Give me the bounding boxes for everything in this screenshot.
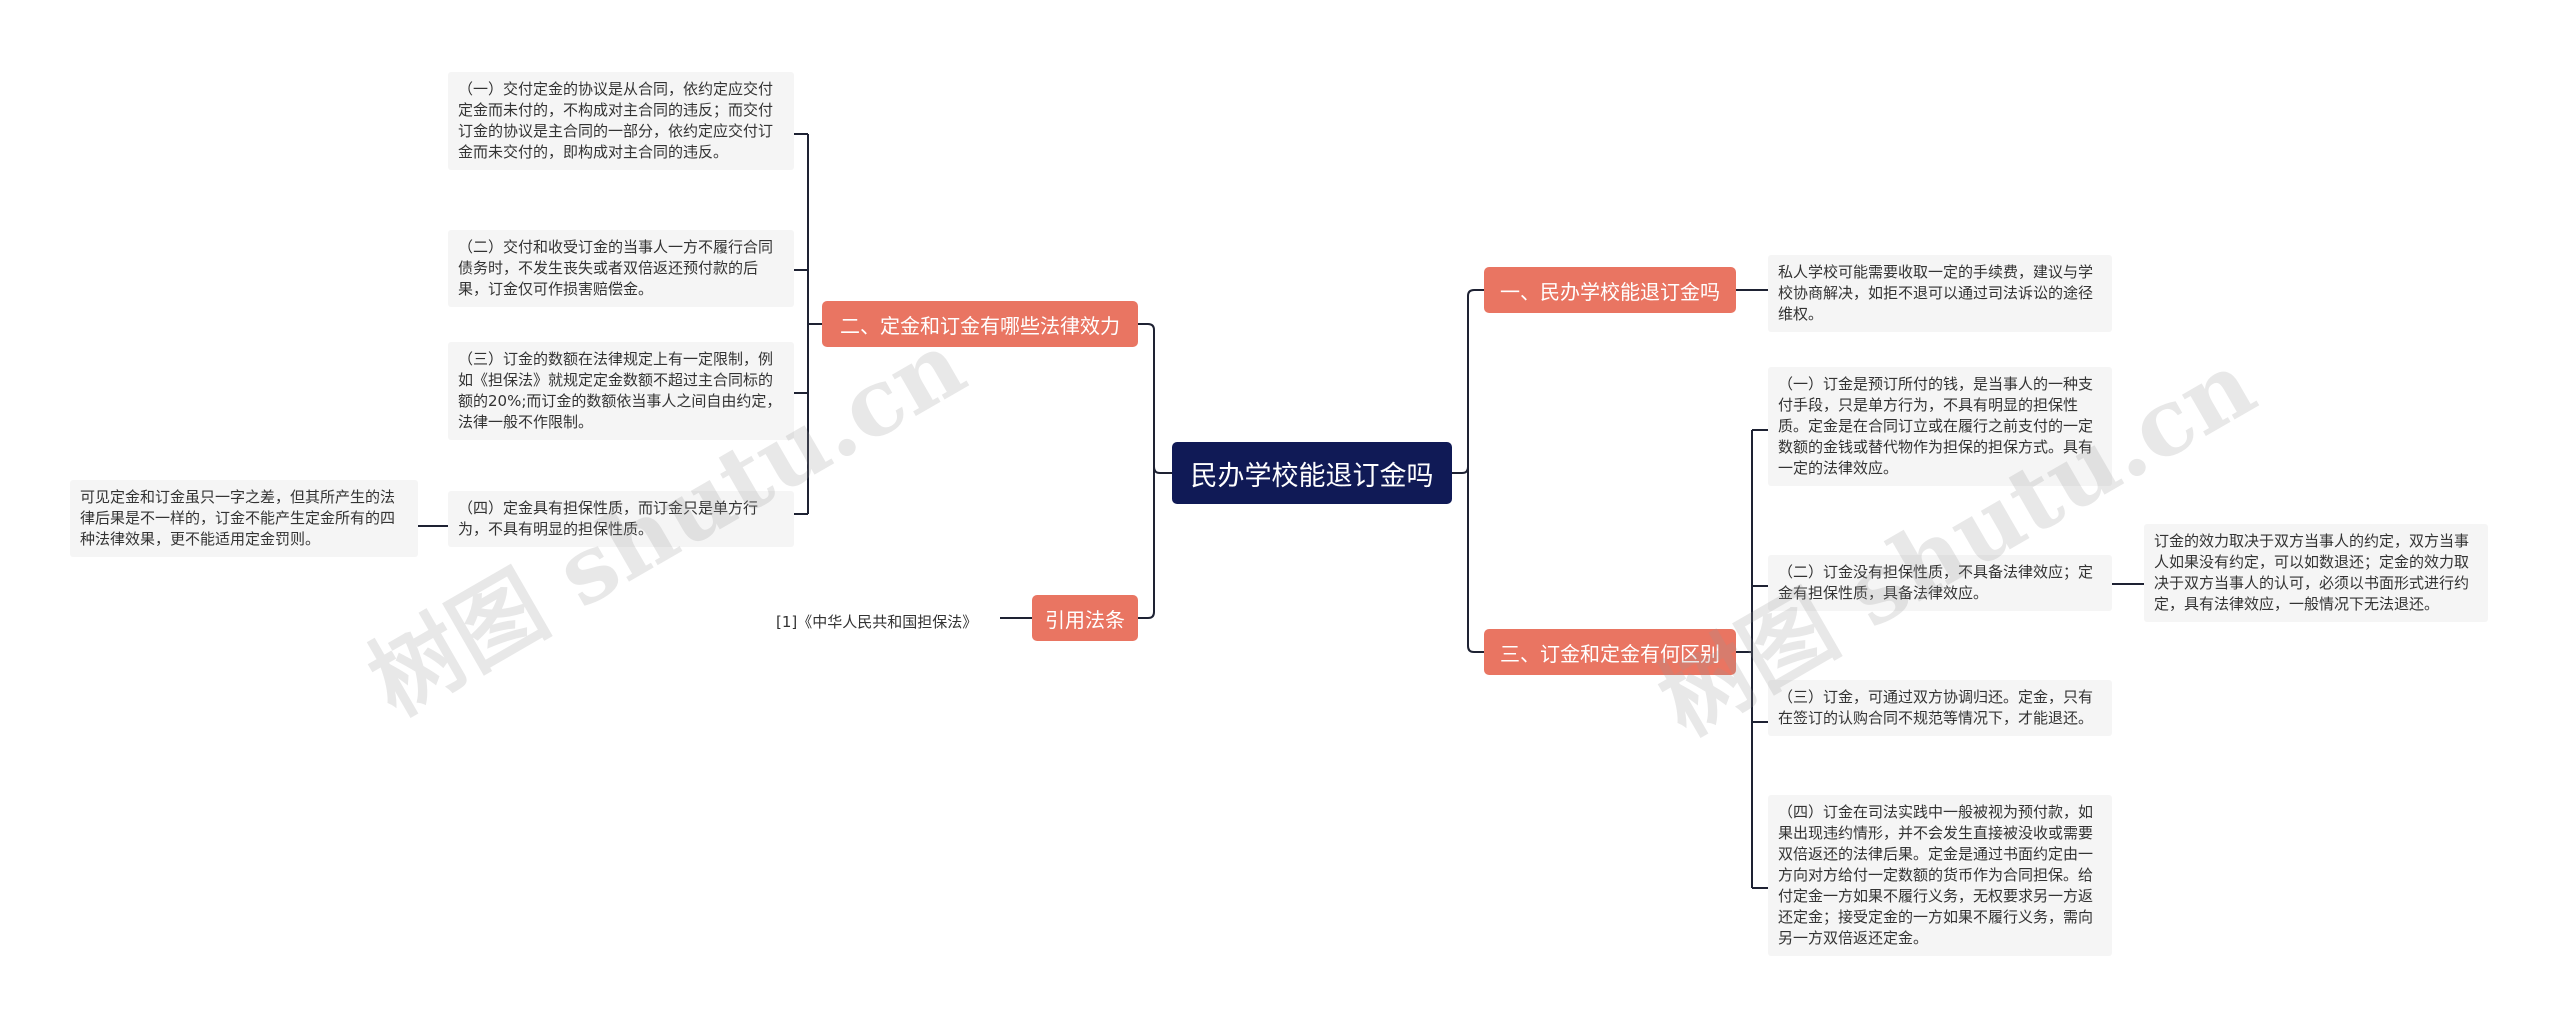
leaf-b3-3: （三）订金，可通过双方协调归还。定金，只有在签订的认购合同不规范等情况下，才能退… xyxy=(1768,680,2112,736)
leaf-b2-subleaf: 可见定金和订金虽只一字之差，但其所产生的法律后果是不一样的，订金不能产生定金所有… xyxy=(70,480,418,557)
branch-node-4[interactable]: 引用法条 xyxy=(1032,595,1138,641)
connector-root-b3 xyxy=(1467,467,1484,653)
leaf-b2-1: （一）交付定金的协议是从合同，依约定应交付定金而未付的，不构成对主合同的违反；而… xyxy=(448,72,794,170)
leaf-b2-2: （二）交付和收受订金的当事人一方不履行合同债务时，不发生丧失或者双倍返还预付款的… xyxy=(448,230,794,307)
connector-root-b4 xyxy=(1138,467,1155,619)
leaf-b3-1: （一）订金是预订所付的钱，是当事人的一种支付手段，只是单方行为，不具有明显的担保… xyxy=(1768,367,2112,486)
leaf-b1-1: 私人学校可能需要收取一定的手续费，建议与学校协商解决，如拒不退可以通过司法诉讼的… xyxy=(1768,255,2112,332)
leaf-b2-3: （三）订金的数额在法律规定上有一定限制，例如《担保法》就规定定金数额不超过主合同… xyxy=(448,342,794,440)
leaf-b2-4: （四）定金具有担保性质，而订金只是单方行为，不具有明显的担保性质。 xyxy=(448,491,794,547)
root-node[interactable]: 民办学校能退订金吗 xyxy=(1172,442,1452,504)
connector-root-b1 xyxy=(1452,289,1484,474)
branch-node-1[interactable]: 一、民办学校能退订金吗 xyxy=(1484,267,1736,313)
leaf-b4-1: [1]《中华人民共和国担保法》 xyxy=(776,613,978,631)
leaf-b3-4: （四）订金在司法实践中一般被视为预付款，如果出现违约情形，并不会发生直接被没收或… xyxy=(1768,795,2112,956)
leaf-b3-2: （二）订金没有担保性质，不具备法律效应；定金有担保性质，具备法律效应。 xyxy=(1768,555,2112,611)
leaf-b3-subleaf: 订金的效力取决于双方当事人的约定，双方当事人如果没有约定，可以如数退还；定金的效… xyxy=(2144,524,2488,622)
connector-root-b2 xyxy=(1138,323,1172,474)
branch-node-2[interactable]: 二、定金和订金有哪些法律效力 xyxy=(822,301,1138,347)
branch-node-3[interactable]: 三、订金和定金有何区别 xyxy=(1484,629,1736,675)
